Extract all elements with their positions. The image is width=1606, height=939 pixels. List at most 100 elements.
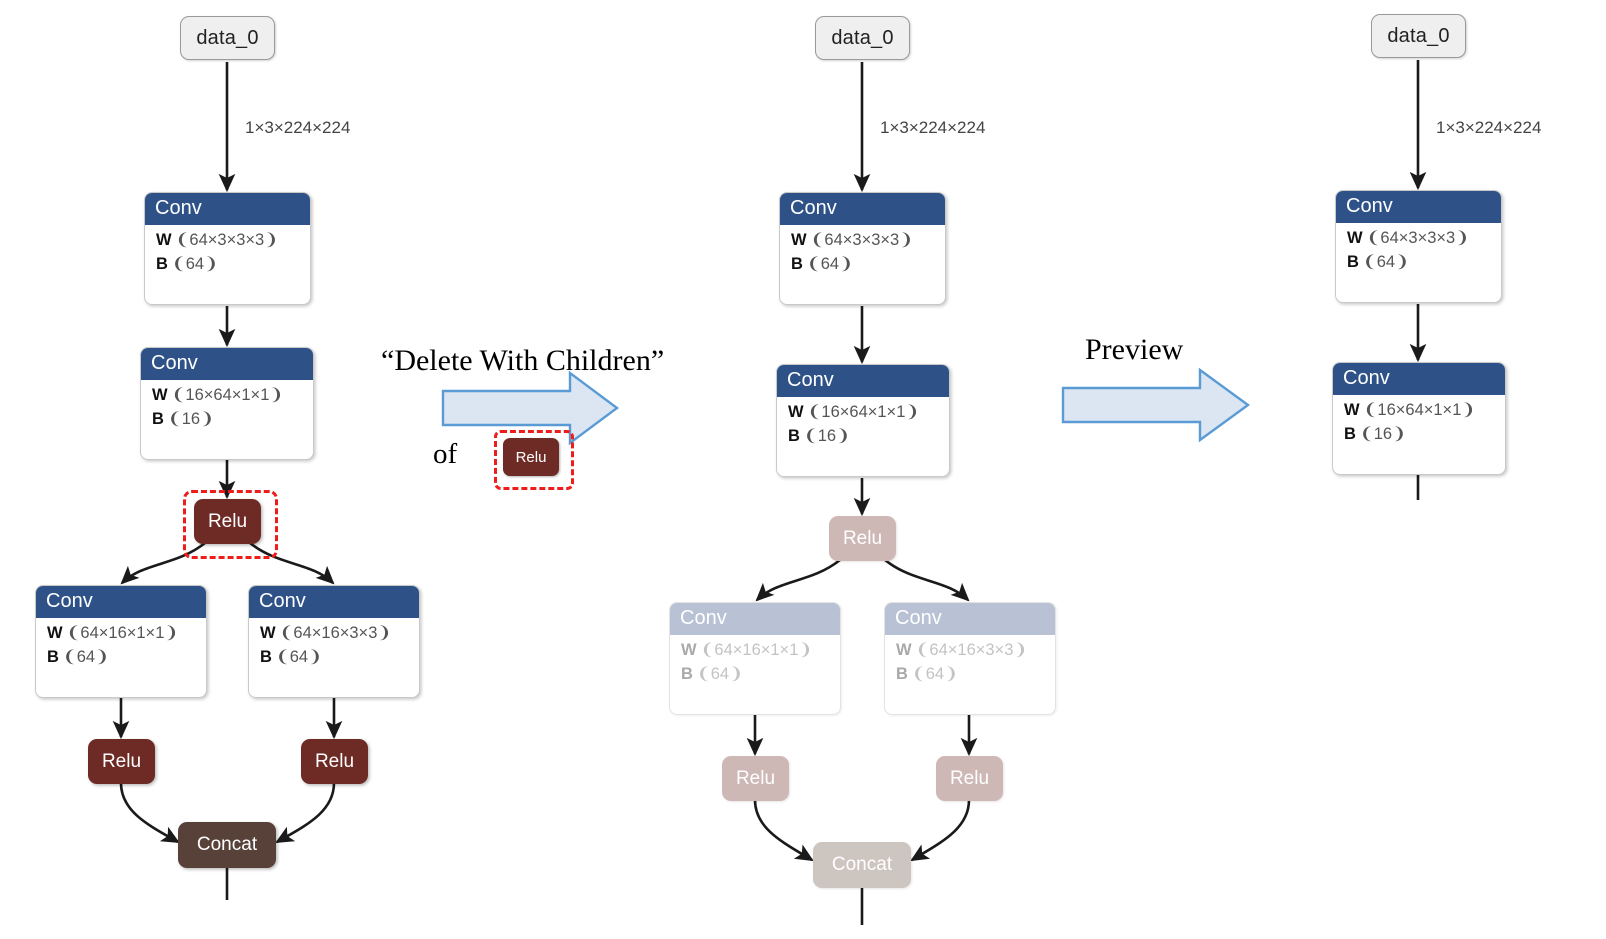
node-conv-1[interactable]: Conv W❨64×3×3×3❩ B❨64❩ bbox=[779, 192, 946, 305]
attr-value: ❨64×16×1×1❩ bbox=[66, 624, 179, 642]
node-attrs: W❨64×16×1×1❩ B❨64❩ bbox=[36, 618, 206, 675]
inline-chip-selection-marquee bbox=[494, 430, 574, 490]
node-conv-1[interactable]: Conv W❨64×3×3×3❩ B❨64❩ bbox=[1335, 190, 1502, 303]
attr-row: B❨16❩ bbox=[1344, 424, 1495, 446]
node-label: data_0 bbox=[196, 26, 259, 49]
attr-key: B bbox=[47, 647, 59, 666]
attr-key: B bbox=[1344, 424, 1356, 443]
attr-row: B❨16❩ bbox=[788, 426, 939, 448]
node-relu-ghosted[interactable]: Relu bbox=[829, 516, 896, 561]
attr-row: W❨64×3×3×3❩ bbox=[791, 230, 935, 252]
node-conv-branch-left[interactable]: Conv W❨64×16×1×1❩ B❨64❩ bbox=[35, 585, 207, 698]
node-attrs: W❨64×16×3×3❩ B❨64❩ bbox=[249, 618, 419, 675]
attr-row: B❨64❩ bbox=[791, 254, 935, 276]
node-relu-branch-right-ghosted[interactable]: Relu bbox=[936, 756, 1003, 801]
node-label: data_0 bbox=[831, 26, 894, 49]
attr-value: ❨64❩ bbox=[275, 647, 322, 666]
attr-key: B bbox=[156, 254, 168, 273]
attr-key: B bbox=[152, 409, 164, 428]
node-conv-2[interactable]: Conv W❨16×64×1×1❩ B❨16❩ bbox=[1332, 362, 1506, 475]
attr-value: ❨64❩ bbox=[1362, 252, 1409, 271]
node-attrs: W❨16×64×1×1❩ B❨16❩ bbox=[1333, 395, 1505, 452]
node-conv-branch-left-ghosted[interactable]: Conv W❨64×16×1×1❩ B❨64❩ bbox=[669, 602, 841, 715]
attr-row: W❨16×64×1×1❩ bbox=[1344, 400, 1495, 422]
node-relu-branch-left-ghosted[interactable]: Relu bbox=[722, 756, 789, 801]
node-label: Relu bbox=[842, 527, 883, 549]
attr-row: W❨64×3×3×3❩ bbox=[1347, 228, 1491, 250]
attr-value: ❨64❩ bbox=[806, 254, 853, 273]
node-conv-2[interactable]: Conv W❨16×64×1×1❩ B❨16❩ bbox=[140, 347, 314, 460]
node-conv-branch-right[interactable]: Conv W❨64×16×3×3❩ B❨64❩ bbox=[248, 585, 420, 698]
attr-row: W❨64×16×3×3❩ bbox=[896, 640, 1045, 662]
panel-2-edges bbox=[746, 62, 978, 925]
node-data-0[interactable]: data_0 bbox=[180, 16, 275, 60]
attr-value: ❨64×16×3×3❩ bbox=[915, 641, 1028, 659]
attr-key: W bbox=[1347, 229, 1363, 247]
preview-arrow bbox=[1061, 367, 1251, 443]
node-header-label: Conv bbox=[780, 193, 945, 225]
node-attrs: W❨16×64×1×1❩ B❨16❩ bbox=[141, 380, 313, 437]
attr-key: B bbox=[681, 664, 693, 683]
attr-row: B❨64❩ bbox=[896, 664, 1045, 686]
inline-relu-chip[interactable]: Relu bbox=[503, 438, 559, 476]
attr-key: W bbox=[788, 403, 804, 421]
node-header-label: Conv bbox=[145, 193, 310, 225]
attr-row: W❨16×64×1×1❩ bbox=[152, 385, 303, 407]
node-data-0[interactable]: data_0 bbox=[815, 16, 910, 60]
attr-value: ❨16×64×1×1❩ bbox=[171, 386, 284, 404]
node-attrs: W❨64×16×3×3❩ B❨64❩ bbox=[885, 635, 1055, 692]
attr-key: W bbox=[681, 641, 697, 659]
delete-with-children-label: “Delete With Children” bbox=[381, 344, 665, 377]
node-label: Relu bbox=[314, 750, 355, 772]
attr-value: ❨64×3×3×3❩ bbox=[1366, 229, 1470, 247]
attr-key: B bbox=[788, 426, 800, 445]
node-attrs: W❨64×3×3×3❩ B❨64❩ bbox=[780, 225, 945, 282]
attr-row: B❨64❩ bbox=[260, 647, 409, 669]
node-conv-branch-right-ghosted[interactable]: Conv W❨64×16×3×3❩ B❨64❩ bbox=[884, 602, 1056, 715]
attr-value: ❨16❩ bbox=[803, 426, 850, 445]
node-header-label: Conv bbox=[1336, 191, 1501, 223]
node-concat-ghosted[interactable]: Concat bbox=[813, 842, 911, 888]
node-label: Relu bbox=[101, 750, 142, 772]
node-label: Relu bbox=[735, 767, 776, 789]
node-relu-selected[interactable]: Relu bbox=[194, 499, 261, 544]
attr-key: W bbox=[260, 624, 276, 642]
attr-value: ❨16❩ bbox=[1359, 424, 1406, 443]
node-conv-1[interactable]: Conv W❨64×3×3×3❩ B❨64❩ bbox=[144, 192, 311, 305]
attr-value: ❨64×16×3×3❩ bbox=[279, 624, 392, 642]
node-label: Relu bbox=[949, 767, 990, 789]
attr-key: B bbox=[791, 254, 803, 273]
node-relu-branch-right[interactable]: Relu bbox=[301, 739, 368, 784]
attr-value: ❨64×3×3×3❩ bbox=[810, 231, 914, 249]
node-relu-branch-left[interactable]: Relu bbox=[88, 739, 155, 784]
node-header-label: Conv bbox=[670, 603, 840, 635]
preview-label: Preview bbox=[1085, 333, 1184, 366]
attr-value: ❨64×16×1×1❩ bbox=[700, 641, 813, 659]
attr-value: ❨64❩ bbox=[911, 664, 958, 683]
attr-row: B❨64❩ bbox=[47, 647, 196, 669]
attr-value: ❨64×3×3×3❩ bbox=[175, 231, 279, 249]
node-attrs: W❨64×3×3×3❩ B❨64❩ bbox=[1336, 223, 1501, 280]
edge-shape-label: 1×3×224×224 bbox=[880, 118, 986, 137]
attr-value: ❨64❩ bbox=[62, 647, 109, 666]
node-label: Concat bbox=[196, 834, 258, 855]
node-header-label: Conv bbox=[885, 603, 1055, 635]
node-label: Concat bbox=[831, 854, 893, 875]
edge-shape-label: 1×3×224×224 bbox=[1436, 118, 1542, 137]
attr-key: W bbox=[791, 231, 807, 249]
attr-row: W❨64×16×1×1❩ bbox=[47, 623, 196, 645]
attr-key: W bbox=[156, 231, 172, 249]
attr-row: W❨64×16×3×3❩ bbox=[260, 623, 409, 645]
attr-row: B❨64❩ bbox=[681, 664, 830, 686]
node-data-0[interactable]: data_0 bbox=[1371, 14, 1466, 58]
node-conv-2[interactable]: Conv W❨16×64×1×1❩ B❨16❩ bbox=[776, 364, 950, 477]
attr-key: B bbox=[1347, 252, 1359, 271]
node-concat[interactable]: Concat bbox=[178, 822, 276, 868]
attr-value: ❨64❩ bbox=[696, 664, 743, 683]
attr-value: ❨16×64×1×1❩ bbox=[1363, 401, 1476, 419]
node-header-label: Conv bbox=[249, 586, 419, 618]
delete-with-children-arrow bbox=[441, 370, 620, 446]
node-header-label: Conv bbox=[141, 348, 313, 380]
